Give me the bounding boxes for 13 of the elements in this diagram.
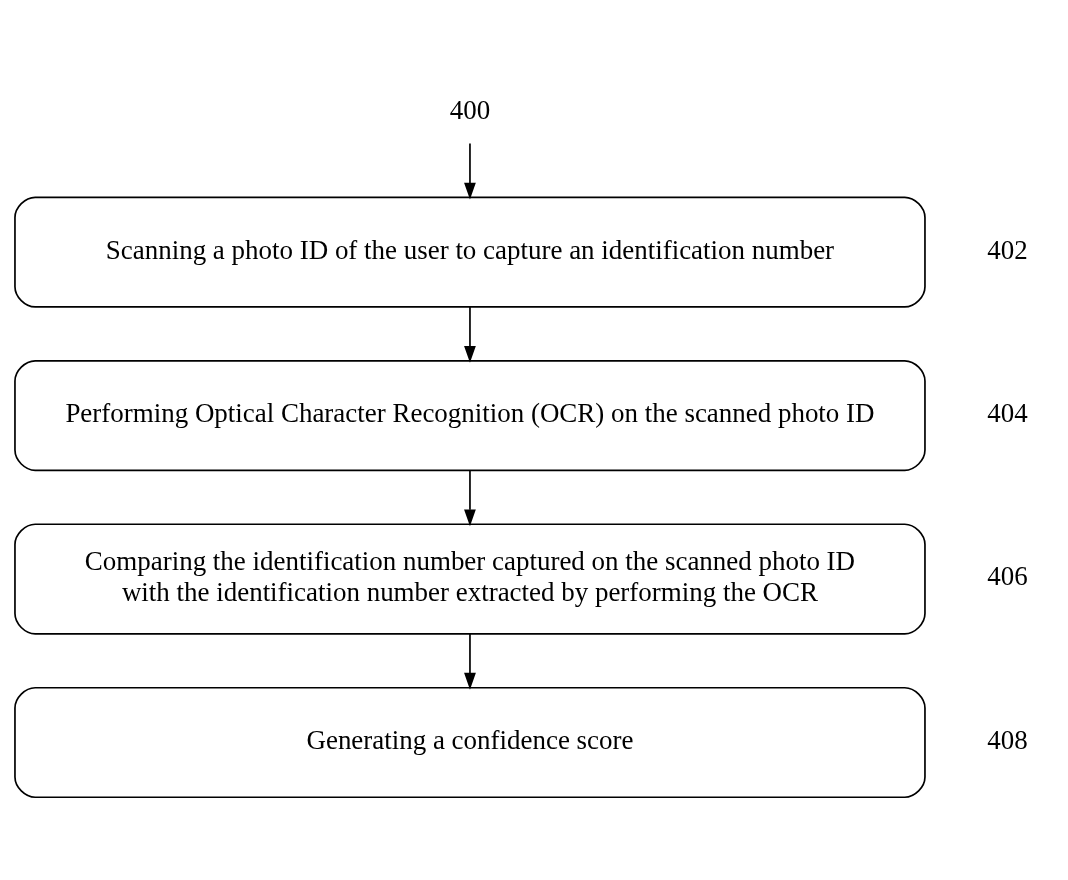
arrow [464, 469, 476, 527]
node-label: 406 [987, 561, 1028, 592]
node-box: Generating a confidence score [14, 686, 926, 799]
node-label: 404 [987, 397, 1028, 428]
arrow [464, 142, 476, 200]
node-label: 408 [987, 724, 1028, 755]
arrow [464, 306, 476, 363]
node-box: Performing Optical Character Recognition (OCR) on the scanned photo ID [14, 359, 926, 472]
node-box: Scanning a photo ID of the user to capture an identification number [14, 196, 926, 308]
node-text: 400 [449, 95, 491, 126]
arrow [464, 633, 476, 690]
node-box: Comparing the identification number captured on the scanned photo ID with the identification number extracted by performing the OCR [14, 523, 926, 635]
node-label: 402 [987, 234, 1028, 265]
